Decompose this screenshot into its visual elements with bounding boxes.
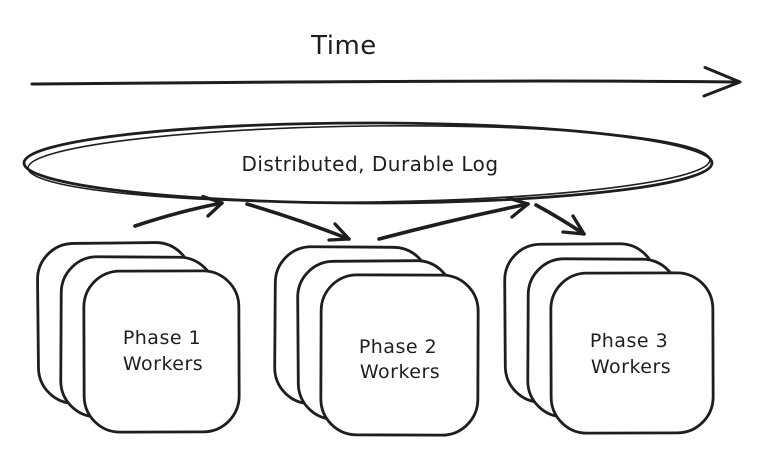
arrow-phase1-to-log-shaft [133,201,224,228]
phase3-label-line1: Phase 3 [590,330,668,352]
phase1-label-line2: Workers [123,353,203,375]
phase1-label-line1: Phase 1 [123,327,201,349]
phase1-worker-stack: Phase 1 Workers [36,241,241,434]
time-arrowhead-icon [702,66,742,98]
arrow-phase2-to-log-head-icon [506,196,530,219]
distributed-durable-log: Distributed, Durable Log [22,121,714,205]
phase2-label-line1: Phase 2 [359,336,437,358]
arrow-phase1-to-log-head-icon [201,194,224,218]
arrow-log-to-phase3-head-icon [561,214,586,236]
log-label: Distributed, Durable Log [241,152,498,176]
arrow-log-to-phase2-head-icon [327,222,351,242]
arrow-phase2-to-log-shaft [377,202,530,241]
phase3-worker-stack: Phase 3 Workers [503,242,715,435]
arrow-log-to-phase2 [245,202,351,242]
phase3-label-line2: Workers [591,356,671,378]
phase3-card-front [549,271,715,435]
log-ellipse-sketch-stroke [27,124,711,204]
connection-arrows [133,194,586,242]
time-arrow-shaft [30,79,738,86]
arrow-log-to-phase3 [534,203,586,236]
phase1-card-front [82,269,241,434]
arrow-phase2-to-log [377,196,530,241]
phase2-worker-stack: Phase 2 Workers [273,245,480,437]
arrow-log-to-phase2-shaft [245,202,351,241]
log-ellipse [22,121,714,205]
arrow-log-to-phase3-shaft [534,203,586,236]
phase2-label-line2: Workers [360,361,440,383]
arrow-phase1-to-log [133,194,224,228]
phase2-card-front [319,273,480,437]
time-axis-label: Time [310,31,377,61]
time-arrow [30,66,742,98]
time-axis: Time [30,31,742,98]
